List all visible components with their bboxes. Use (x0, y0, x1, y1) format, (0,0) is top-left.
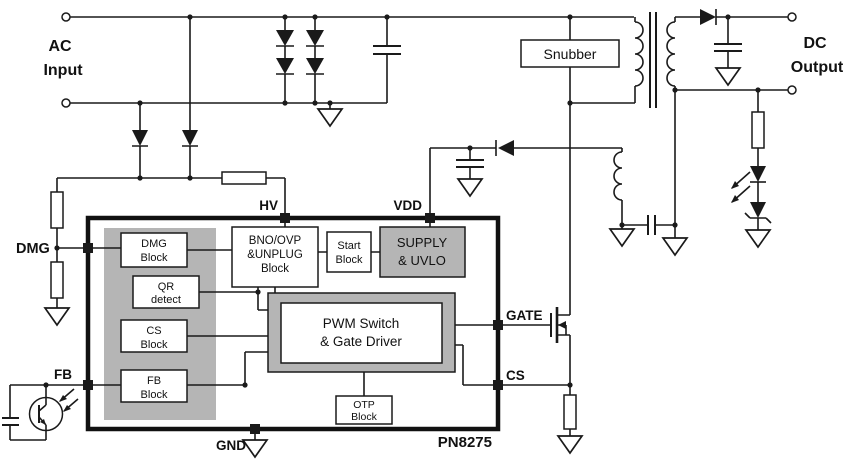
bno-label-3: Block (261, 263, 289, 275)
line-sense-diodes (132, 130, 198, 147)
otp-label-2: Block (351, 411, 377, 423)
dmg-divider-resistor-upper (50, 191, 64, 229)
ground-symbols (43, 67, 772, 459)
pin-label-vdd: VDD (393, 198, 422, 213)
output-diode (700, 9, 717, 25)
supply-label-2: & UVLO (398, 253, 446, 268)
ic-part-number: PN8275 (438, 434, 492, 451)
pin-pad-gate (493, 320, 503, 330)
secondary-winding (666, 21, 676, 87)
vdd-diode (495, 140, 514, 156)
pin-pad-dmg (83, 243, 93, 253)
bno-label-1: BNO/OVP (249, 235, 302, 247)
supply-label-1: SUPPLY (397, 235, 448, 250)
ground-cs-resistor (556, 435, 584, 455)
ground-ic-gnd (241, 439, 269, 459)
dmg-block-label-2: Block (141, 252, 168, 264)
labels: AC Input DC Output HV VDD DMG FB GND GAT… (16, 35, 844, 453)
dc-terminal-bottom (787, 85, 797, 95)
output-capacitor (714, 43, 742, 52)
pin-pad-hv (280, 213, 290, 223)
pin-label-dmg: DMG (16, 241, 50, 257)
qr-block-label-1: QR (158, 281, 175, 293)
cs-block: CS Block (120, 319, 188, 353)
ic-pin-pads (83, 213, 503, 434)
bno-label-2: &UNPLUG (247, 249, 303, 261)
primary-winding (634, 21, 644, 87)
zener-diode (744, 202, 772, 224)
pin-label-cs: CS (506, 368, 525, 383)
dc-output-terminals (787, 12, 797, 95)
ground-aux (608, 228, 636, 248)
ac-input-terminals (61, 12, 71, 108)
otp-label-1: OTP (353, 399, 375, 411)
start-block-label-2: Block (336, 254, 363, 266)
opto-led (731, 166, 766, 203)
otp-block: OTP Block (335, 395, 393, 425)
ac-terminal-top (61, 12, 71, 22)
cs-block-label-1: CS (146, 325, 161, 337)
dc-terminal-top (787, 12, 797, 22)
ground-secondary (661, 237, 689, 257)
current-sense-resistor (563, 394, 577, 430)
pin-label-gate: GATE (506, 308, 543, 323)
junction-dots (43, 14, 761, 388)
dc-output-label-line1: DC (803, 35, 827, 52)
pin-label-hv: HV (259, 198, 278, 213)
pwm-label-2: & Gate Driver (320, 334, 402, 349)
ground-output-cap (714, 67, 742, 87)
optocoupler-transistor (28, 388, 79, 432)
pwm-label-1: PWM Switch (323, 316, 400, 331)
ac-input-label-line1: AC (48, 38, 72, 55)
hv-startup-resistor (221, 171, 267, 185)
bridge-rectifier (276, 30, 324, 75)
pin-pad-fb (83, 380, 93, 390)
y-capacitor (647, 215, 656, 235)
dc-output-label-line2: Output (791, 59, 844, 76)
cs-block-label-2: Block (141, 339, 168, 351)
fb-capacitor (2, 417, 19, 426)
qr-detect-block: QR detect (132, 275, 200, 309)
ground-dmg-divider (43, 307, 71, 327)
start-block: Start Block (326, 231, 372, 273)
feedback-resistor (751, 111, 765, 149)
ac-input-label-line2: Input (43, 62, 83, 79)
pin-pad-cs (493, 380, 503, 390)
transformer-core (649, 12, 657, 108)
pwm-gate-driver-block: PWM Switch & Gate Driver (267, 292, 456, 373)
aux-winding (613, 151, 623, 201)
ic-internal-wires (93, 223, 493, 396)
fb-block-label-2: Block (141, 389, 168, 401)
qr-block-label-2: detect (151, 294, 181, 306)
dmg-block-label-1: DMG (141, 238, 167, 250)
ic-block: DMG Block QR detect CS Block FB Block BN… (83, 213, 503, 434)
dmg-divider-resistor-lower (50, 261, 64, 299)
snubber-box: Snubber (520, 39, 620, 68)
transformer (634, 12, 676, 108)
start-block-label-1: Start (337, 240, 360, 252)
ground-opto-led (744, 229, 772, 249)
ground-vdd-cap (456, 178, 484, 198)
bno-ovp-unplug-block: BNO/OVP &UNPLUG Block (231, 226, 319, 288)
ac-terminal-bottom (61, 98, 71, 108)
pin-pad-vdd (425, 213, 435, 223)
dmg-block: DMG Block (120, 232, 188, 268)
power-mosfet (550, 307, 566, 343)
pin-pad-gnd (250, 424, 260, 434)
ground-bridge (316, 108, 344, 128)
vdd-capacitor (456, 159, 484, 168)
fb-block: FB Block (120, 369, 188, 403)
pin-label-gnd: GND (216, 438, 246, 453)
bulk-capacitor (373, 45, 401, 55)
pin-label-fb: FB (54, 367, 72, 382)
supply-uvlo-block: SUPPLY & UVLO (379, 226, 466, 278)
snubber-label: Snubber (544, 46, 597, 62)
fb-block-label-1: FB (147, 375, 161, 387)
